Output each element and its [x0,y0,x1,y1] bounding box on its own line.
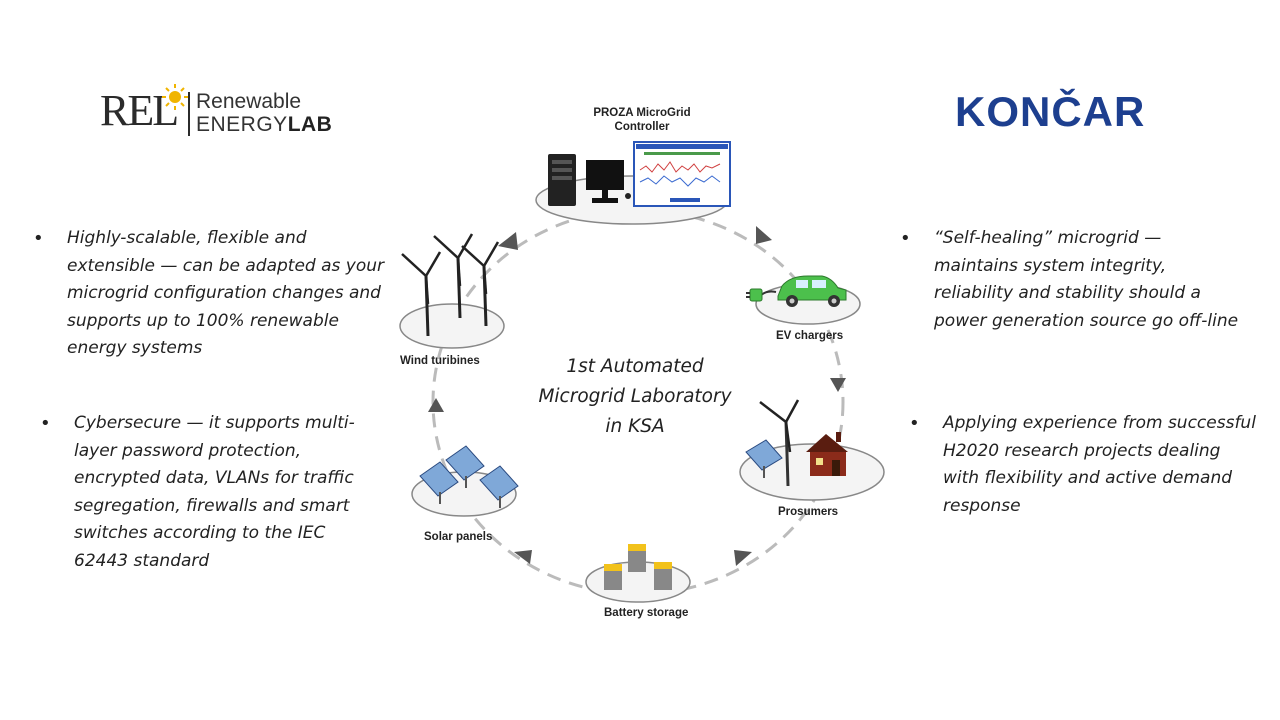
controller-label: PROZA MicroGrid Controller [582,106,702,134]
arrow-wind-to-controller [498,232,518,250]
bullet-right-2: • Applying experience from successful H2… [909,410,1273,520]
bullet-left-2-line: layer password protection, [74,440,302,461]
house-icon [806,432,848,476]
renewable-energy-lab-logo: REL Renewable ENERGYLAB [100,84,340,142]
bullet-left-1-line: energy systems [67,338,203,358]
bullet-left-2-line: segregation, firewalls and smart [74,495,350,516]
center-title-line2: Microgrid Laboratory [538,386,732,407]
bullet-left-2: • Cybersecure — it supports multi- layer… [40,410,394,575]
arrow-solar-to-wind [428,398,444,412]
arrow-battery-to-solar [514,550,532,564]
rel-logo-energylab: ENERGYLAB [196,113,332,137]
bullet-right-2-line: Applying experience from successful [943,413,1256,433]
bullet-dot: • [909,413,920,434]
bullet-right-2-line: H2020 research projects dealing [943,440,1221,461]
bullet-dot: • [33,228,44,249]
sun-icon [162,84,188,110]
bullet-left-1-line: microgrid configuration changes and [67,283,381,303]
center-title-line1: 1st Automated [566,356,704,377]
bullet-dot: • [900,228,911,249]
bullet-left-2-line: Cybersecure — it supports multi- [74,413,355,433]
bullet-left-1-line: extensible — can be adapted as your [67,255,385,276]
solar-panels-label: Solar panels [424,531,493,543]
prosumer-solar-panel-icon [745,439,783,478]
electric-car-icon [777,275,847,307]
wind-turbine-icon [401,233,500,337]
controller-screen-icon [633,141,731,207]
rel-logo-lab: LAB [287,113,333,136]
bullet-right-1-line: power generation source go off-line [934,310,1239,331]
rel-logo-renewable: Renewable [196,90,302,113]
bullet-left-2-line: encrypted data, VLANs for traffic [74,468,354,488]
ev-chargers-label: EV chargers [776,330,844,342]
bullet-right-1-line: maintains system integrity, [934,255,1167,276]
bullet-left-1-line: supports up to 100% renewable [67,310,339,331]
computer-tower-icon [548,154,576,206]
controller-label-line2: Controller [614,121,670,133]
wind-turbines-label: Wind turibines [400,355,480,367]
bullet-dot: • [40,413,51,434]
bullet-left-2-line: switches according to the IEC [74,523,326,543]
center-title: 1st Automated Microgrid Laboratory in KS… [520,352,750,442]
bullet-left-2-line: 62443 standard [74,550,210,571]
controller-label-line1: PROZA MicroGrid [593,107,691,119]
bullet-right-2-line: response [943,495,1021,516]
rel-logo-divider [188,92,190,136]
center-title-line3: in KSA [605,416,665,437]
bullet-left-1: • Highly-scalable, flexible and extensib… [33,225,397,363]
bullet-right-1-line: reliability and stability should a [934,283,1201,303]
prosumer-turbine-icon [759,399,800,487]
monitor-icon [586,160,631,203]
battery-storage-label: Battery storage [604,607,689,619]
arrow-prosumers-to-battery [734,550,752,566]
rel-logo-mark: REL [100,86,179,135]
bullet-right-2-line: with flexibility and active demand [943,468,1233,488]
rel-logo-energy: ENERGY [196,113,288,136]
koncar-logo: KONČAR [955,88,1146,135]
charging-plug-icon [746,288,777,302]
wind-base [399,303,505,349]
solar-panel-icon [419,445,519,508]
bullet-right-1: • “Self-healing” microgrid — maintains s… [900,225,1254,335]
arrow-ev-to-prosumers [830,378,846,392]
bullet-right-1-line: “Self-healing” microgrid — [934,228,1162,248]
arrow-controller-to-ev [756,226,772,244]
bullet-left-1-line: Highly-scalable, flexible and [67,228,307,248]
prosumers-label: Prosumers [778,506,839,518]
battery-icon [604,544,672,590]
